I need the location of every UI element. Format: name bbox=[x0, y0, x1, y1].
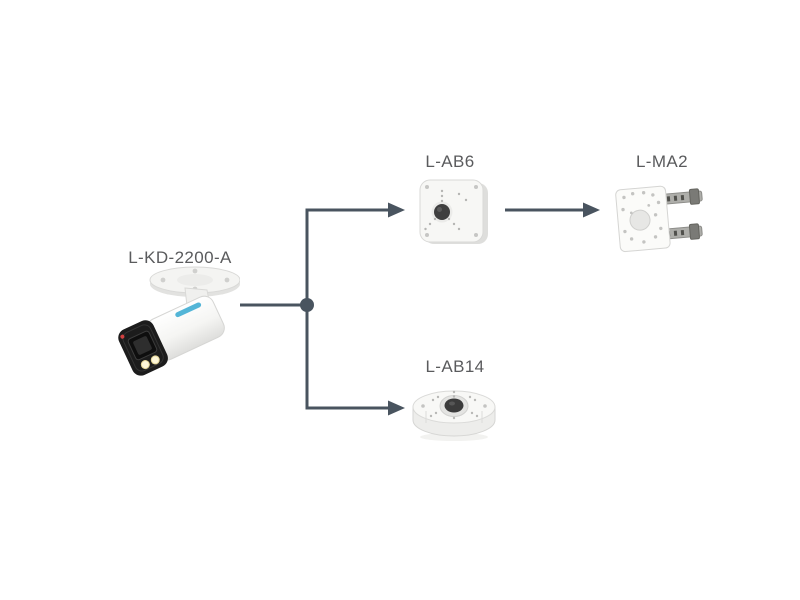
node-label-ab6: L-AB6 bbox=[425, 152, 475, 171]
ab6-cable-hole bbox=[434, 204, 450, 220]
round-junction-box-image bbox=[412, 390, 496, 441]
pole-mount-bracket-image bbox=[615, 185, 703, 253]
node-l-ab6 bbox=[414, 175, 496, 251]
arrowhead-to-ma2 bbox=[583, 202, 600, 218]
edge-camera-to-ab14 bbox=[305, 305, 390, 410]
node-l-kd-2200-a bbox=[85, 260, 240, 432]
node-l-ab14 bbox=[406, 380, 500, 450]
camera-brand-logo bbox=[175, 302, 202, 318]
camera-led-right bbox=[150, 355, 160, 365]
junction-dot bbox=[300, 298, 314, 312]
edge-camera-to-ab6 bbox=[305, 208, 390, 305]
ma2-center-hole bbox=[629, 209, 651, 231]
node-label-camera: L-KD-2200-A bbox=[128, 248, 232, 267]
arrowhead-to-ab6 bbox=[388, 202, 405, 218]
square-junction-box-image bbox=[419, 179, 488, 244]
ma2-mount-plate bbox=[615, 185, 671, 253]
arrowhead-to-ab14 bbox=[388, 400, 405, 416]
bullet-camera-image bbox=[118, 266, 240, 376]
camera-led-left bbox=[140, 360, 150, 370]
node-label-ab14: L-AB14 bbox=[425, 357, 485, 376]
camera-status-dot bbox=[120, 334, 125, 339]
ab14-cable-hole bbox=[444, 398, 464, 413]
node-l-ma2 bbox=[610, 172, 706, 262]
node-label-ma2: L-MA2 bbox=[635, 152, 689, 171]
